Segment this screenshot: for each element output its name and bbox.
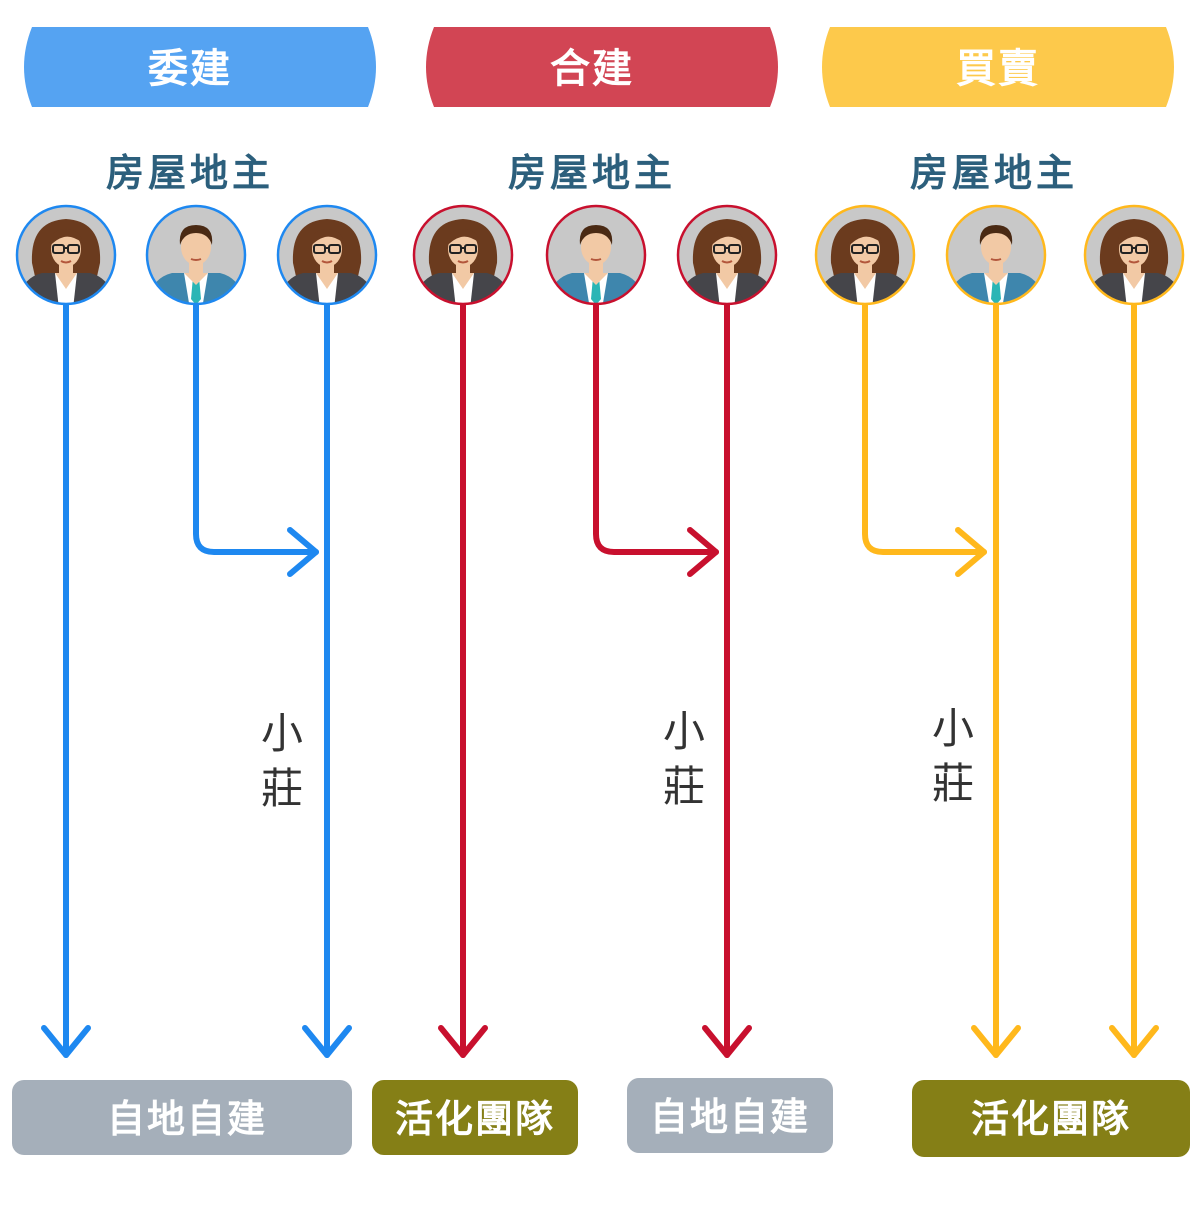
woman-avatar-icon [412, 204, 514, 306]
outcome-label: 自地自建 [650, 1095, 810, 1139]
outcome-label: 自地自建 [107, 1097, 267, 1141]
arrowhead [302, 1025, 352, 1058]
owners-label: 房屋地主 [508, 151, 676, 195]
side-label-line: 小 [932, 704, 974, 753]
man-avatar-icon [945, 204, 1047, 306]
column-header-joint: 合建 [426, 27, 778, 107]
arrowhead [687, 527, 719, 577]
woman-avatar-icon [676, 204, 778, 306]
side-label-line: 小 [261, 709, 303, 758]
side-label-line: 莊 [261, 764, 303, 813]
woman-avatar-icon [276, 204, 378, 306]
outcome-box: 活化團隊 [912, 1080, 1190, 1157]
column-header-label: 委建 [148, 46, 232, 92]
outcome-label: 活化團隊 [395, 1097, 555, 1141]
woman-avatar-icon [814, 204, 916, 306]
arrowhead [702, 1025, 752, 1058]
header-banner [426, 27, 778, 107]
outcome-box: 活化團隊 [372, 1080, 578, 1155]
header-banner [24, 27, 376, 107]
side-label-line: 莊 [932, 759, 974, 808]
outcome-label: 活化團隊 [971, 1097, 1131, 1141]
column-header-label: 合建 [550, 46, 634, 92]
arrowhead [1109, 1025, 1159, 1058]
arrowhead [971, 1025, 1021, 1058]
outcome-box: 自地自建 [627, 1078, 833, 1153]
owner-avatars [15, 204, 1185, 306]
woman-avatar-icon [15, 204, 117, 306]
header-banner [822, 27, 1174, 107]
woman-avatar-icon [1083, 204, 1185, 306]
side-label: 小 莊 [932, 704, 974, 808]
owners-label: 房屋地主 [106, 151, 274, 195]
outcome-box-bg [12, 1080, 352, 1155]
owners-label: 房屋地主 [910, 151, 1078, 195]
column-header-commission: 委建 [24, 27, 376, 107]
outcome-box: 自地自建 [12, 1080, 352, 1155]
column-header-label: 買賣 [956, 46, 1040, 92]
arrowhead [438, 1025, 488, 1058]
arrowhead [955, 527, 987, 577]
outcome-box-bg [627, 1078, 833, 1153]
column-header-trade: 買賣 [822, 27, 1174, 107]
side-label: 小 莊 [261, 709, 303, 813]
man-avatar-icon [145, 204, 247, 306]
outcome-box-bg [372, 1080, 578, 1155]
side-label-line: 小 [663, 707, 705, 756]
merge-line [862, 297, 987, 555]
side-label: 小 莊 [663, 707, 705, 811]
arrowhead [41, 1025, 91, 1058]
man-avatar-icon [545, 204, 647, 306]
merge-line [593, 297, 719, 555]
side-label-line: 莊 [663, 762, 705, 811]
outcome-box-bg [912, 1080, 1190, 1157]
arrowhead [287, 527, 319, 577]
merge-line [193, 297, 319, 555]
